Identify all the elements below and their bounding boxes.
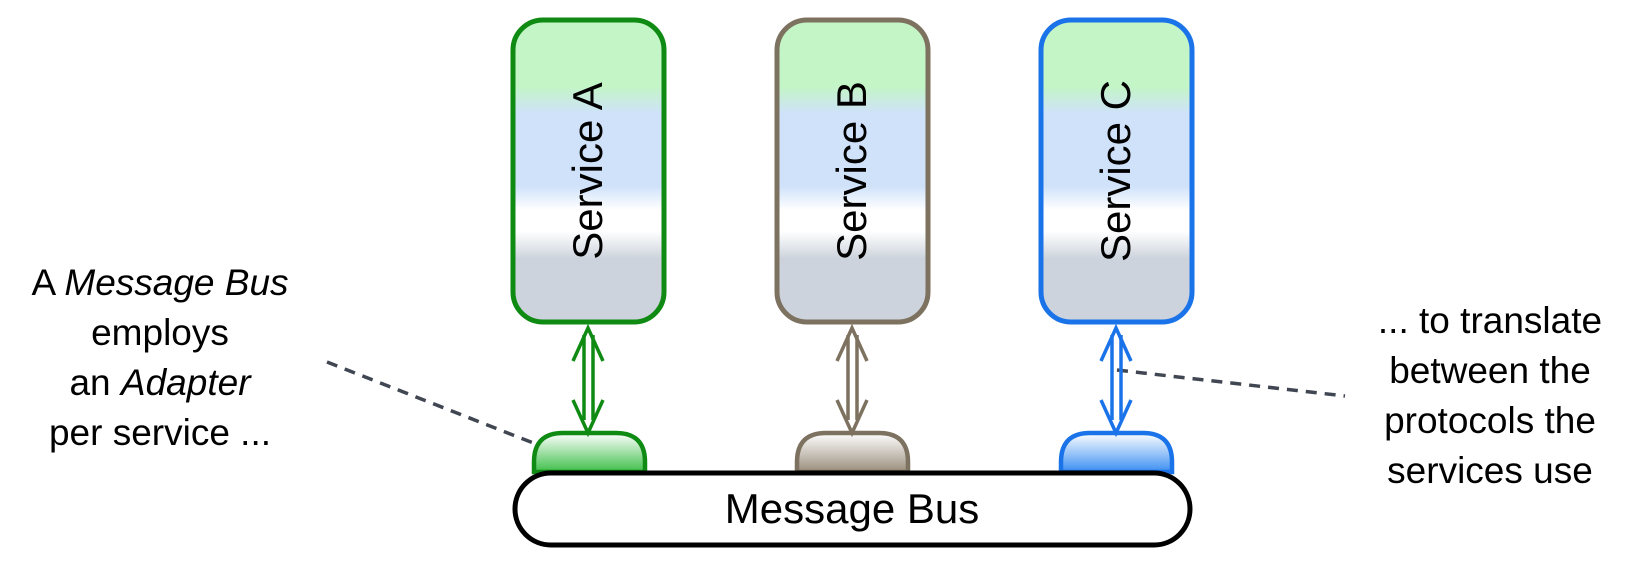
left-note-line-3: an Adapter [69,362,252,403]
double-arrow-a [571,323,605,438]
message-bus-box [512,470,1193,548]
service-c: Service C [1038,17,1195,325]
service-b: Service B [774,17,931,325]
message-bus-label: Message Bus [725,485,979,532]
right-note-line-2: between the [1389,350,1591,391]
service-a: Service A [510,17,667,325]
right-callout-line [1116,368,1346,398]
left-note: A Message Bus employs an Adapter per ser… [31,262,288,453]
left-note-line-2: employs [91,312,229,353]
adapter-c [1058,430,1175,475]
left-note-line-1: A Message Bus [31,262,288,303]
right-note-line-1: ... to translate [1378,300,1602,341]
double-arrow-c [1099,323,1133,438]
adapter-b [794,430,911,475]
service-b-box [774,17,931,325]
left-note-line-4: per service ... [49,412,271,453]
double-arrow-b [835,323,869,438]
service-c-label: Service C [1092,80,1139,262]
right-note-line-3: protocols the [1384,400,1596,441]
right-note-line-4: services use [1387,450,1593,491]
service-c-box [1038,17,1195,325]
service-a-box [510,17,667,325]
adapter-a [531,430,648,475]
service-a-label: Service A [564,82,611,259]
right-note: ... to translate between the protocols t… [1378,300,1602,491]
service-b-label: Service B [828,81,875,261]
left-callout-line [326,360,547,450]
message-bus: Message Bus [512,470,1193,548]
